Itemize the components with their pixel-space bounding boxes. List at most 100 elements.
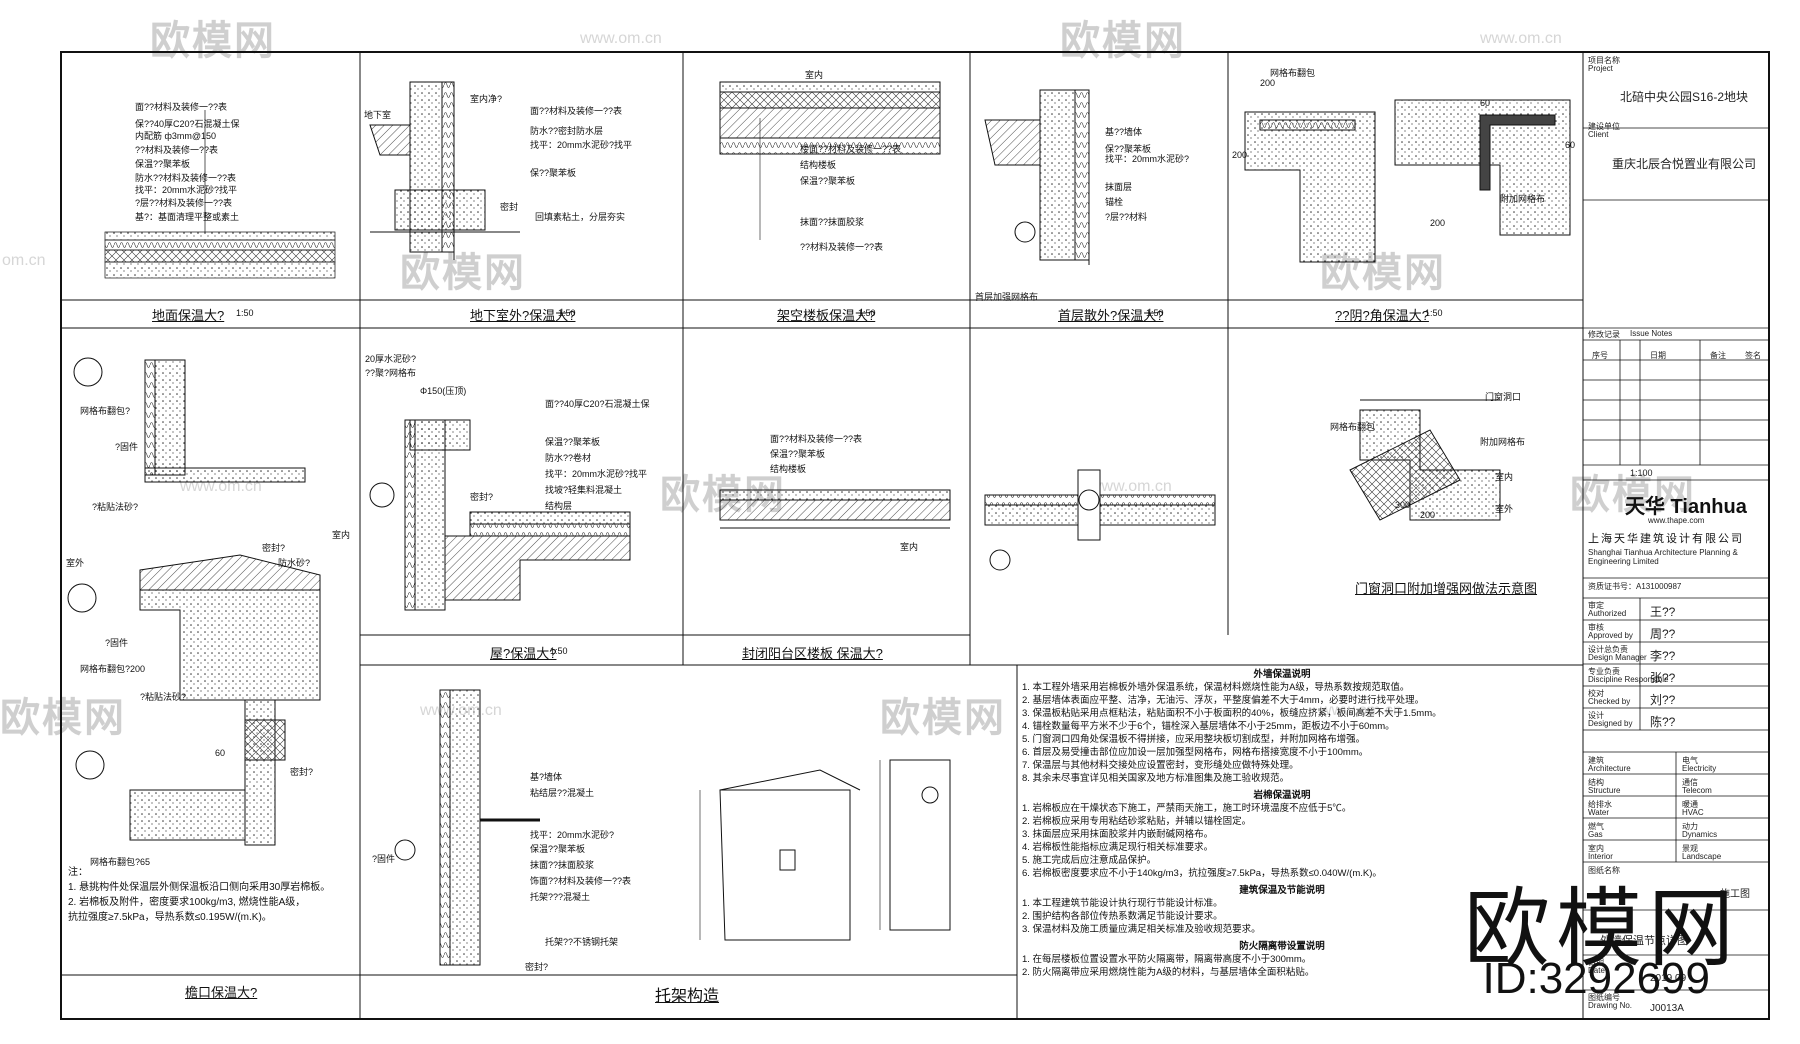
wall-label-1: 网格布翻包? bbox=[80, 406, 131, 416]
basement-label-4: 防水??密封防水层 bbox=[530, 126, 604, 136]
wall-label-10: ?粘贴法砂? bbox=[140, 692, 187, 702]
balcony-label-2: 保温??聚苯板 bbox=[770, 449, 826, 459]
basement-label-1: 室内净? bbox=[470, 94, 503, 104]
notes-line-1-3: 3. 保温板粘贴采用点框粘法，粘贴面积不小于板面积的40%，板缝应挤紧，板间高差… bbox=[1022, 708, 1442, 719]
window-label-4: 室内 bbox=[1495, 472, 1514, 482]
slab-label-6: ??材料及装修一??表 bbox=[800, 242, 884, 252]
watermark-url-2: www.om.cn bbox=[1480, 30, 1562, 47]
floor-label-3: 内配筋 ф3mm@150 bbox=[135, 131, 217, 141]
section-note-line-2: 2. 岩棉板及附件，密度要求100kg/m3, 燃烧性能A级， bbox=[68, 897, 306, 908]
notes-line-3-3: 3. 保温材料及施工质量应满足相关标准及验收规范要求。 bbox=[1022, 924, 1261, 935]
panel-scale-slab: 1:50 bbox=[858, 308, 876, 318]
window-label-5: 室外 bbox=[1495, 504, 1514, 514]
tb-role-label-4: 专业负责 bbox=[1588, 667, 1620, 676]
watermark-logo-1: 欧模网 bbox=[150, 19, 276, 63]
corner-detail bbox=[1244, 99, 1571, 263]
roof-label-10: 密封? bbox=[470, 492, 494, 502]
roof-detail bbox=[369, 419, 631, 611]
window-label-3: 附加网格布 bbox=[1480, 437, 1526, 447]
tb-disc-b-5: 景观 bbox=[1682, 844, 1698, 853]
tb-disc-b-en-2: Telecom bbox=[1682, 786, 1712, 795]
panel-scale-floor: 1:50 bbox=[236, 308, 254, 318]
notes-line-2-6: 6. 岩棉板密度要求应不小于140kg/m3，抗拉强度≥7.5kPa，导热系数≤… bbox=[1022, 868, 1382, 879]
roof-label-5: 保温??聚苯板 bbox=[545, 437, 601, 447]
bracket-label-5: 保温??聚苯板 bbox=[530, 844, 586, 854]
panel-scale-corner: 1:50 bbox=[1425, 308, 1443, 318]
bracket-label-10: 密封? bbox=[525, 962, 549, 972]
tb-disc-a-4: 燃气 bbox=[1588, 822, 1604, 831]
tb-date-label: 日期 bbox=[1588, 958, 1604, 967]
tb-disc-b-en-3: HVAC bbox=[1682, 808, 1704, 817]
tb-disc-b-en-1: Electricity bbox=[1682, 764, 1717, 773]
window-dim-2: 200 bbox=[1420, 510, 1436, 520]
panel-title-bracket: 托架构造 bbox=[655, 988, 720, 1005]
tb-project-label-en: Project bbox=[1588, 64, 1613, 73]
notes-line-1-2: 2. 基层墙体表面应平整、洁净，无油污、浮灰，平整度偏差不大于4mm，必要时进行… bbox=[1022, 695, 1425, 706]
bracket-label-7: 饰面??材料及装修一??表 bbox=[530, 876, 632, 886]
watermark-logo-2: 欧模网 bbox=[1060, 19, 1186, 63]
panel-title-floor: 地面保温大? bbox=[152, 308, 225, 323]
roof-label-9: 结构层 bbox=[545, 501, 573, 511]
basement-label-3: 面??材料及装修一??表 bbox=[530, 106, 623, 116]
wall-label-11: 60 bbox=[215, 748, 226, 758]
notes-line-1-6: 6. 首层及易受撞击部位应加设一层加强型网格布，网格布搭接宽度不小于100mm。 bbox=[1022, 747, 1369, 758]
bracket-label-6: 抹面??抹面胶浆 bbox=[530, 860, 595, 870]
wall-label-12: 密封? bbox=[290, 767, 314, 777]
panel-title-roof: 屋?保温大? bbox=[490, 646, 557, 661]
balcony-label-4: 室内 bbox=[900, 542, 919, 552]
bracket-detail bbox=[394, 689, 951, 966]
balcony-label-1: 面??材料及装修一??表 bbox=[770, 434, 863, 444]
roof-label-3: Φ150(压顶) bbox=[420, 386, 467, 396]
basement-label-5: 找平：20mm水泥砂?找平 bbox=[530, 140, 633, 150]
tb-date: 2019.09 bbox=[1650, 973, 1687, 984]
floor-label-4: ??材料及装修一??表 bbox=[135, 145, 219, 155]
tb-disc-b-4: 动力 bbox=[1682, 822, 1698, 831]
tb-disc-a-en-5: Interior bbox=[1588, 852, 1613, 861]
tb-disc-b-en-5: Landscape bbox=[1682, 852, 1722, 861]
wall-label-4: 室外 bbox=[66, 558, 85, 568]
wall-label-8: 网格布翻包?200 bbox=[80, 664, 146, 674]
section-note-line-3: 抗拉强度≥7.5kPa，导热系数≤0.195W/(m.K)。 bbox=[68, 912, 272, 923]
bracket-label-8: 托架???混凝土 bbox=[530, 892, 591, 902]
wall-label-13: 网格布翻包?65 bbox=[90, 857, 151, 867]
corner-label-2: 附加网格布 bbox=[1500, 194, 1546, 204]
slab-label-5: 抹面??抹面胶浆 bbox=[800, 217, 865, 227]
first-floor-label-7: 首层加强网格布 bbox=[975, 292, 1039, 302]
tb-role-label-en-6: Designed by bbox=[1588, 719, 1633, 728]
tb-role-label-1: 审定 bbox=[1588, 601, 1604, 610]
tb-role-label-5: 校对 bbox=[1588, 689, 1604, 698]
panel-title-balcony: 封闭阳台区楼板 保温大? bbox=[742, 646, 883, 661]
notes-title-1: 外墙保温说明 bbox=[1253, 669, 1311, 680]
window-label-2: 网格布翻包 bbox=[1330, 422, 1376, 432]
tb-role-label-2: 审核 bbox=[1588, 623, 1604, 632]
corner-label-1: 网格布翻包 bbox=[1270, 68, 1316, 78]
tb-role-label-en-3: Design Manager bbox=[1588, 653, 1647, 662]
panel-scale-first-floor: 1:50 bbox=[1146, 308, 1164, 318]
tb-revision-label: 修改记录 bbox=[1588, 330, 1620, 339]
wall-label-2: ?固件 bbox=[115, 442, 139, 452]
corner-dim-1: 200 bbox=[1260, 78, 1276, 88]
watermark-url-5: www.om.cn bbox=[1090, 478, 1172, 495]
wall-label-6: 防水砂? bbox=[278, 558, 311, 568]
notes-line-1-1: 1. 本工程外墙采用岩棉板外墙外保温系统，保温材料燃烧性能为A级，导热系数按规范… bbox=[1022, 682, 1410, 693]
tb-role-name-1: 王?? bbox=[1650, 605, 1676, 619]
roof-label-8: 找坡?轻集料混凝土 bbox=[545, 485, 623, 495]
tb-website: www.thape.com bbox=[1648, 516, 1705, 525]
tb-role-name-6: 陈?? bbox=[1650, 715, 1676, 729]
tb-role-label-6: 设计 bbox=[1588, 711, 1604, 720]
watermark-url-7: www.om.cn bbox=[1320, 702, 1402, 719]
tb-project-label: 项目名称 bbox=[1588, 56, 1620, 65]
tb-disc-a-3: 给排水 bbox=[1588, 800, 1612, 809]
floor-label-9: 基?：基面清理平整或素土 bbox=[135, 212, 240, 222]
panel-title-first-floor: 首层散外?保温大? bbox=[1058, 308, 1164, 323]
floor-label-7: 找平：20mm水泥砂?找平 bbox=[135, 185, 238, 195]
tb-role-label-3: 设计总负责 bbox=[1588, 645, 1628, 654]
first-floor-label-2: 保??聚苯板 bbox=[1105, 144, 1152, 154]
tb-client: 重庆北辰合悦置业有限公司 bbox=[1612, 157, 1757, 171]
first-floor-label-3: 找平：20mm水泥砂? bbox=[1105, 154, 1190, 164]
bracket-label-1: 基?墙体 bbox=[530, 772, 563, 782]
tb-disc-b-en-4: Dynamics bbox=[1682, 830, 1718, 839]
slab-label-4: 保温??聚苯板 bbox=[800, 176, 856, 186]
slab-label-2: 楼面??材料及装修一??表 bbox=[800, 144, 902, 154]
